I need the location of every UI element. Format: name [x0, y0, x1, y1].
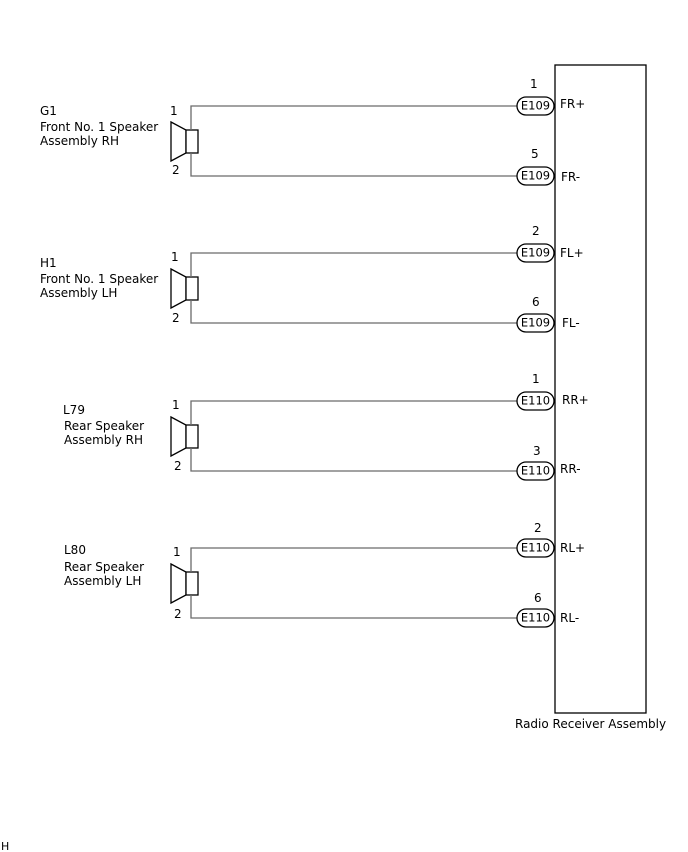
- connector-badge: [516, 96, 555, 116]
- radio-receiver-label: Radio Receiver Assembly: [515, 717, 666, 731]
- speaker-cone-icon: [170, 562, 187, 605]
- connector-badge: [516, 538, 555, 558]
- receiver-pin-top: 1: [532, 372, 540, 386]
- connector-label: E110: [521, 464, 550, 478]
- signal-label: RL-: [560, 611, 579, 625]
- speaker-magnet-icon: [185, 129, 199, 154]
- corner-mark: H: [1, 840, 9, 852]
- connector-label: E110: [521, 611, 550, 625]
- wire-top: [190, 105, 517, 130]
- signal-label: RL+: [560, 541, 585, 555]
- speaker-pin-top: 1: [172, 398, 180, 412]
- speaker-magnet-icon: [185, 276, 199, 301]
- wire-bottom: [190, 595, 517, 619]
- signal-label: FR+: [560, 97, 585, 111]
- speaker-group-g1: G1 Front No. 1 Speaker Assembly RH 1 2 1…: [40, 77, 585, 186]
- speaker-name-line1: Rear Speaker: [64, 560, 144, 574]
- speaker-group-l80: L80 Rear Speaker Assembly LH 1 2 2 E110 …: [64, 521, 585, 628]
- connector-label: E110: [521, 394, 550, 408]
- receiver-pin-bottom: 5: [531, 147, 539, 161]
- connector-label: E109: [521, 99, 550, 113]
- speaker-pin-bottom: 2: [172, 163, 180, 177]
- speaker-cone-icon: [170, 415, 187, 458]
- signal-label: FL+: [560, 246, 584, 260]
- signal-label: FL-: [562, 316, 580, 330]
- speaker-code: H1: [40, 256, 57, 270]
- speaker-pin-top: 1: [171, 250, 179, 264]
- speaker-name-line2: Assembly RH: [64, 433, 143, 447]
- speaker-name-line2: Assembly RH: [40, 134, 119, 148]
- receiver-pin-top: 2: [534, 521, 542, 535]
- wire-top: [190, 547, 517, 572]
- connector-label: E109: [521, 169, 550, 183]
- receiver-pin-top: 1: [530, 77, 538, 91]
- speaker-cone-icon: [170, 267, 187, 310]
- speaker-pin-bottom: 2: [174, 607, 182, 621]
- receiver-pin-bottom: 3: [533, 444, 541, 458]
- wire-bottom: [190, 153, 517, 177]
- receiver-pin-bottom: 6: [532, 295, 540, 309]
- signal-label: FR-: [561, 170, 580, 184]
- signal-label: RR-: [560, 462, 581, 476]
- speaker-name-line2: Assembly LH: [40, 286, 117, 300]
- speaker-pin-top: 1: [173, 545, 181, 559]
- wire-top: [190, 252, 517, 277]
- speaker-pin-top: 1: [170, 104, 178, 118]
- connector-badge: [516, 166, 555, 186]
- speaker-code: L80: [64, 543, 86, 557]
- speaker-magnet-icon: [185, 571, 199, 596]
- speaker-magnet-icon: [185, 424, 199, 449]
- speaker-name-line1: Rear Speaker: [64, 419, 144, 433]
- connector-label: E109: [521, 316, 550, 330]
- connector-badge: [516, 391, 555, 411]
- connector-label: E110: [521, 541, 550, 555]
- speaker-code: G1: [40, 104, 57, 118]
- connector-badge: [516, 313, 555, 333]
- speaker-group-h1: H1 Front No. 1 Speaker Assembly LH 1 2 2…: [40, 224, 584, 333]
- connector-badge: [516, 461, 555, 481]
- connector-badge: [516, 608, 555, 628]
- connector-label: E109: [521, 246, 550, 260]
- receiver-pin-bottom: 6: [534, 591, 542, 605]
- speaker-code: L79: [63, 403, 85, 417]
- speaker-name-line1: Front No. 1 Speaker: [40, 272, 158, 286]
- wire-bottom: [190, 300, 517, 324]
- speaker-pin-bottom: 2: [172, 311, 180, 325]
- signal-label: RR+: [562, 393, 589, 407]
- speaker-name-line2: Assembly LH: [64, 574, 141, 588]
- speaker-cone-icon: [170, 120, 187, 163]
- connector-badge: [516, 243, 555, 263]
- wire-bottom: [190, 448, 517, 472]
- speaker-pin-bottom: 2: [174, 459, 182, 473]
- receiver-pin-top: 2: [532, 224, 540, 238]
- wire-top: [190, 400, 517, 425]
- speaker-group-l79: L79 Rear Speaker Assembly RH 1 2 1 E110 …: [63, 372, 589, 481]
- radio-receiver-box: [554, 64, 647, 714]
- speaker-name-line1: Front No. 1 Speaker: [40, 120, 158, 134]
